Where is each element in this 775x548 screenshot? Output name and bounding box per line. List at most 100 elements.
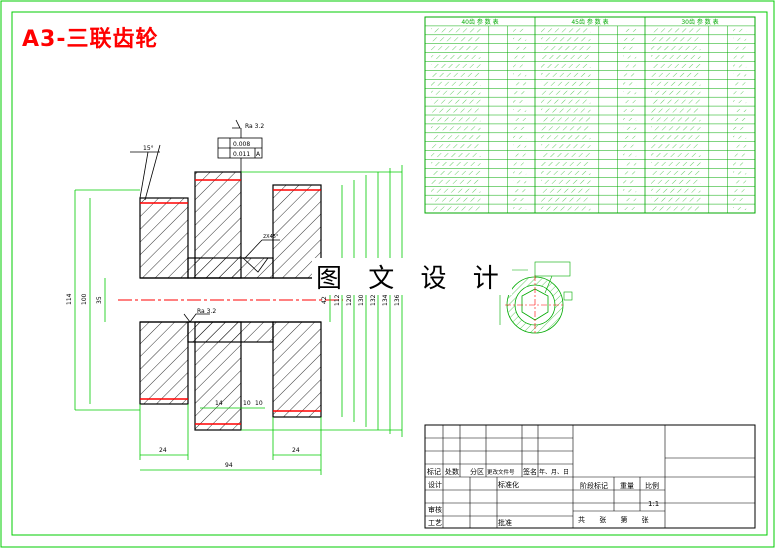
table-cell-text <box>651 37 701 42</box>
table-cell-text <box>541 153 591 158</box>
dim-14: 14 <box>215 400 223 407</box>
table-cell-value <box>623 207 637 210</box>
table-cell-value <box>513 207 527 210</box>
chamfer-note: 2X45° <box>263 234 279 240</box>
table-cell-value <box>513 28 527 32</box>
title-block: 标记 处数 分区 更改文件号 签名 年、月、日 设计 标准化 审核 工艺 批准 … <box>424 424 756 529</box>
table-cell-value <box>623 162 637 166</box>
table-cell-value <box>733 198 747 202</box>
tb-label-mark: 标记 <box>427 467 441 476</box>
table-cell-text <box>431 64 481 68</box>
dim-94: 94 <box>225 462 233 469</box>
table-cell-text <box>651 153 701 158</box>
table-cell-text <box>651 188 701 193</box>
table-cell-text <box>651 126 701 131</box>
table-cell-value <box>623 37 637 41</box>
tb-sheets: 共 张 第 张 <box>578 515 655 524</box>
table-cell-text <box>431 108 481 113</box>
table-header: 30齿 参 数 表 <box>681 18 718 26</box>
dim-10a: 10 <box>243 400 251 407</box>
dim-136: 136 <box>394 294 401 306</box>
table-cell-value <box>733 171 747 175</box>
table-cell-text <box>431 197 481 202</box>
dim-35: 35 <box>96 296 103 304</box>
tb-standardize: 标准化 <box>498 480 519 489</box>
table-cell-value <box>623 180 637 184</box>
table-cell-text <box>541 162 591 166</box>
tolerance-value-1: 0.008 <box>233 141 250 148</box>
table-cell-value <box>623 55 637 59</box>
table-cell-value <box>513 189 527 193</box>
dim-130: 130 <box>358 294 365 306</box>
table-cell-text <box>431 162 481 166</box>
table-cell-text <box>541 37 591 42</box>
dimension-lines <box>74 165 403 475</box>
table-cell-value <box>513 109 527 112</box>
table-cell-text <box>431 55 481 60</box>
table-cell-value <box>513 171 527 175</box>
dim-132: 132 <box>370 294 377 306</box>
table-cell-text <box>651 135 701 140</box>
table-cell-text <box>651 197 701 202</box>
table-cell-value <box>623 153 637 157</box>
table-cell-text <box>651 64 701 68</box>
table-cell-value <box>623 171 637 175</box>
tb-audit: 审核 <box>428 505 442 514</box>
table-cell-value <box>513 144 527 148</box>
table-cell-value <box>623 109 637 112</box>
table-cell-text <box>541 64 591 68</box>
dim-120: 120 <box>346 294 353 306</box>
table-cell-value <box>733 153 747 157</box>
upper-hatch <box>139 171 322 279</box>
table-cell-text <box>651 81 701 86</box>
table-cell-text <box>431 153 481 158</box>
table-cell-value <box>513 46 527 50</box>
tb-label-zone: 分区 <box>470 467 484 476</box>
table-cell-text <box>541 81 591 86</box>
table-cell-text <box>541 99 591 104</box>
table-cell-value <box>623 198 637 202</box>
dim-114: 114 <box>66 293 73 305</box>
table-cell-value <box>513 37 527 41</box>
table-cell-value <box>733 135 747 139</box>
table-cell-value <box>513 180 527 184</box>
table-cell-value <box>513 118 527 121</box>
table-cell-text <box>541 108 591 113</box>
table-cell-text <box>431 170 481 175</box>
table-cell-value <box>733 91 747 95</box>
table-cell-value <box>513 100 527 104</box>
detail-view <box>499 261 573 335</box>
table-cell-text <box>651 170 701 175</box>
tb-label-count: 处数 <box>445 467 459 476</box>
table-cell-text <box>541 117 591 122</box>
table-cell-text <box>541 197 591 202</box>
dim-112: 112 <box>334 294 341 306</box>
table-cell-text <box>541 170 591 175</box>
table-cell-value <box>733 37 747 41</box>
table-cell-value <box>733 100 747 104</box>
tb-design: 设计 <box>428 480 442 489</box>
table-header: 45齿 参 数 表 <box>571 18 608 26</box>
table-cell-value <box>733 189 747 193</box>
table-cell-text <box>651 144 701 149</box>
table-cell-text <box>541 188 591 193</box>
table-cell-text <box>541 46 591 51</box>
table-cell-value <box>733 126 747 130</box>
table-cell-text <box>651 206 701 211</box>
tb-approve: 批准 <box>498 518 512 527</box>
table-cell-text <box>431 81 481 86</box>
dim-42: 42 <box>321 296 328 304</box>
tb-stage-mark: 阶段标记 <box>580 481 608 490</box>
table-cell-text <box>541 126 591 131</box>
table-cell-value <box>733 162 747 166</box>
table-cell-text <box>541 206 591 211</box>
table-cell-text <box>651 55 701 60</box>
table-cell-text <box>651 90 701 95</box>
table-cell-value <box>623 100 637 104</box>
table-cell-value <box>733 28 747 32</box>
table-cell-text <box>651 99 701 104</box>
table-header: 40齿 参 数 表 <box>461 18 498 26</box>
dim-taper-angle: 15° <box>143 145 154 152</box>
